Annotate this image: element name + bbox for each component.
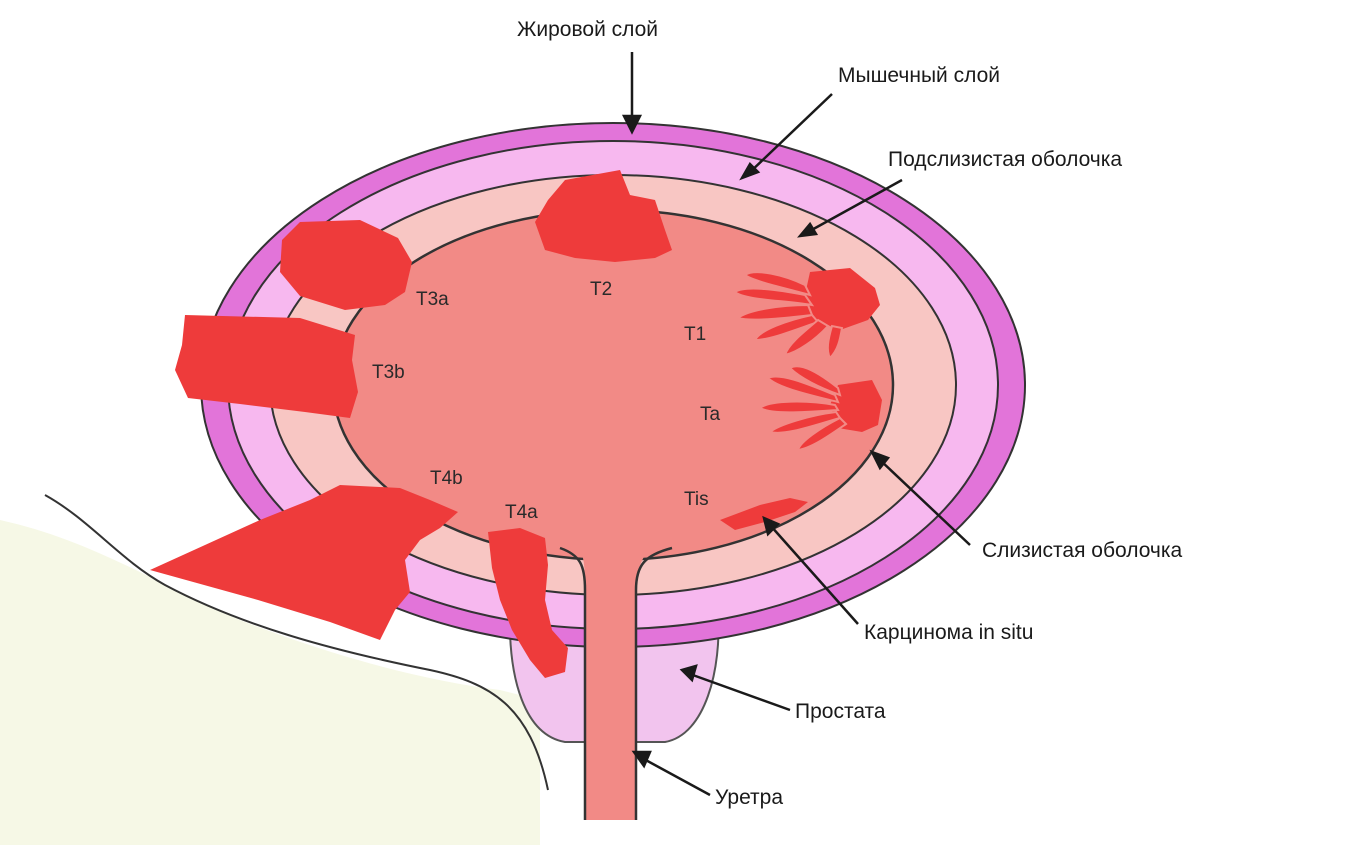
label-urethra: Уретра (715, 786, 783, 809)
stage-label-t4a: T4a (505, 502, 538, 523)
label-submucosa: Подслизистая оболочка (888, 148, 1122, 171)
stage-label-t4b: T4b (430, 468, 463, 489)
stage-label-t3b: T3b (372, 362, 405, 383)
label-muscle-layer: Мышечный слой (838, 64, 1000, 87)
stage-label-ta: Ta (700, 404, 721, 425)
arrow-urethra (642, 758, 710, 795)
label-fat-layer: Жировой слой (517, 18, 658, 41)
label-mucosa: Слизистая оболочка (982, 539, 1182, 562)
stage-label-t2: T2 (590, 279, 612, 300)
label-prostate: Простата (795, 700, 886, 723)
stage-label-t3a: T3a (416, 289, 449, 310)
stage-label-t1: T1 (684, 324, 706, 345)
stage-label-tis: Tis (684, 489, 709, 510)
label-carcinoma-in-situ: Карцинома in situ (864, 621, 1033, 644)
